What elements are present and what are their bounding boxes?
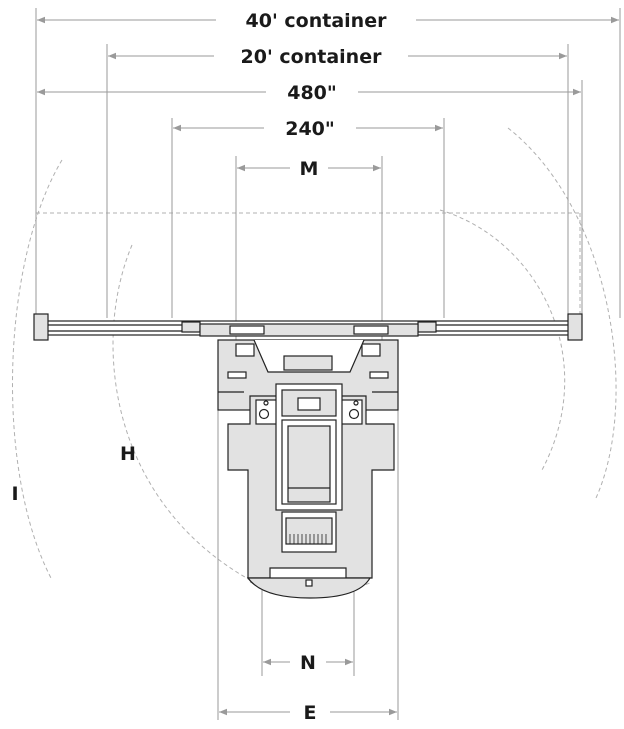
radius-arc-h-left (112, 244, 251, 581)
label-240in: 240" (285, 118, 335, 140)
label-n: N (300, 652, 316, 674)
label-m: M (300, 158, 319, 180)
spreader-end-left (33, 313, 49, 341)
counterweight (246, 577, 372, 599)
spreader-end-right (567, 313, 583, 341)
label-radius-h: H (120, 443, 136, 465)
label-40ft-container: 40' container (246, 10, 388, 32)
label-480in: 480" (287, 82, 337, 104)
label-20ft-container: 20' container (241, 46, 383, 68)
label-radius-i: I (11, 483, 18, 505)
dimension-labels: 40' container 20' container 480" 240" M … (11, 10, 387, 724)
machine-body (217, 339, 399, 599)
radius-arc-i-left (12, 159, 63, 581)
radius-arc-i-right (507, 127, 617, 499)
spreader-beam (33, 313, 583, 341)
dimension-lines (35, 8, 621, 720)
radius-arc-h-right (439, 209, 566, 471)
label-e: E (304, 702, 317, 724)
